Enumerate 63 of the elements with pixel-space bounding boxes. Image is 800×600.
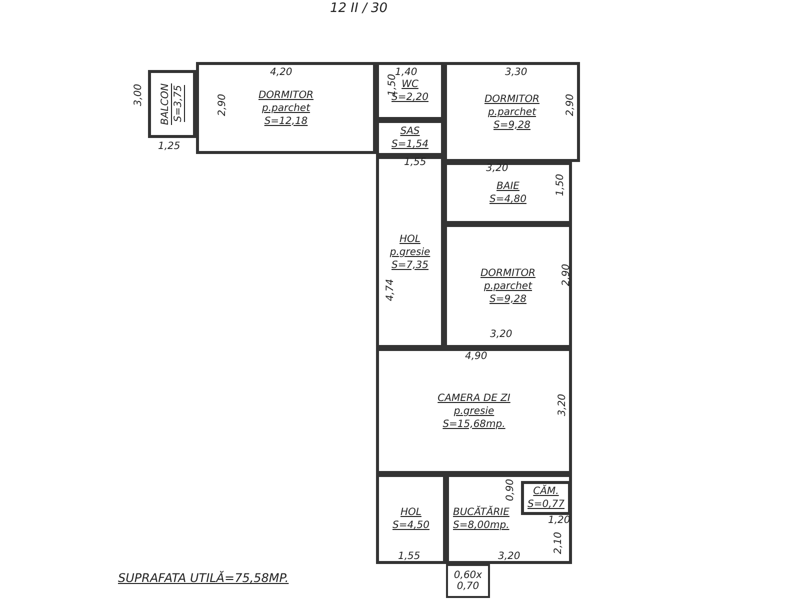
dimension-label: 2,90 <box>566 94 576 116</box>
floor-type: p.gresie <box>390 246 430 258</box>
dimension-label: 2,90 <box>218 94 228 116</box>
dimension-label: 3,20 <box>558 394 568 416</box>
room <box>196 62 376 154</box>
dimension-label: 3,20 <box>490 330 512 340</box>
room <box>376 474 446 564</box>
room-name: DORMITOR <box>484 94 540 104</box>
dimension-label: 3,30 <box>505 68 528 78</box>
room <box>376 348 572 474</box>
room-name: SAS <box>400 126 420 137</box>
room-name: CAMERA DE ZI <box>438 392 510 404</box>
dimension-label: 0,60x 0,70 <box>452 570 484 592</box>
dimension-label: 3,20 <box>486 164 508 174</box>
dimension-label: 2,10 <box>554 532 564 554</box>
shaft <box>446 564 490 598</box>
plan-number: 12 II / 30 <box>330 2 388 15</box>
balcony <box>148 70 196 138</box>
room-name: BUCĂTĂRIE <box>453 507 510 518</box>
dimension-label: 4,74 <box>386 278 396 302</box>
dimension-label: 1,50 <box>556 174 566 196</box>
total-area-note: SUPRAFATA UTILĂ=75,58MP. <box>118 572 289 584</box>
area-value: S=4,50 <box>392 520 430 531</box>
area-value: S=1,54 <box>392 139 428 150</box>
dimension-label: 1,55 <box>398 552 420 562</box>
room <box>376 156 444 348</box>
area-value: S=8,00mp. <box>453 520 510 531</box>
floor-type: p.parchet <box>262 102 310 114</box>
dimension-label: 0,90 <box>506 478 516 502</box>
floor-type: p.parchet <box>488 106 536 118</box>
room-name: DORMITOR <box>258 90 314 100</box>
room <box>376 120 444 156</box>
area-value: S=15,68mp. <box>442 418 506 430</box>
dimension-label: 1,25 <box>158 142 180 152</box>
floor-type: p.gresie <box>454 406 494 416</box>
area-value: S=3,75 <box>173 86 184 122</box>
room-name: CĂM. <box>533 486 559 497</box>
room-name: BAIE <box>496 181 520 192</box>
area-value: S=7,35 <box>392 260 428 270</box>
room-name: HOL <box>400 234 420 244</box>
room <box>444 62 580 162</box>
room-name: DORMITOR <box>480 268 536 278</box>
dimension-label: 1,55 <box>404 158 426 168</box>
area-value: S=4,80 <box>490 194 526 205</box>
dimension-label: 4,20 <box>270 68 292 78</box>
area-value: S=0,77 <box>528 499 564 510</box>
area-value: S=9,28 <box>490 294 526 304</box>
room <box>444 162 572 224</box>
area-value: S=12,18 <box>264 116 308 126</box>
dimension-label: 4,90 <box>465 352 488 362</box>
room <box>376 62 444 120</box>
room-name: BALCON <box>160 83 171 125</box>
room <box>521 481 571 515</box>
room-name: HOL <box>400 507 422 518</box>
floor-type: p.parchet <box>484 280 532 292</box>
dimension-label: 2,90 <box>562 264 572 286</box>
area-value: S=9,28 <box>494 120 530 130</box>
room-name: WC <box>402 79 418 90</box>
dimension-label: 1,40 <box>395 68 418 78</box>
dimension-label: 3,00 <box>134 84 144 106</box>
dimension-label: 3,20 <box>498 552 520 562</box>
room <box>446 474 572 564</box>
room <box>444 224 572 348</box>
